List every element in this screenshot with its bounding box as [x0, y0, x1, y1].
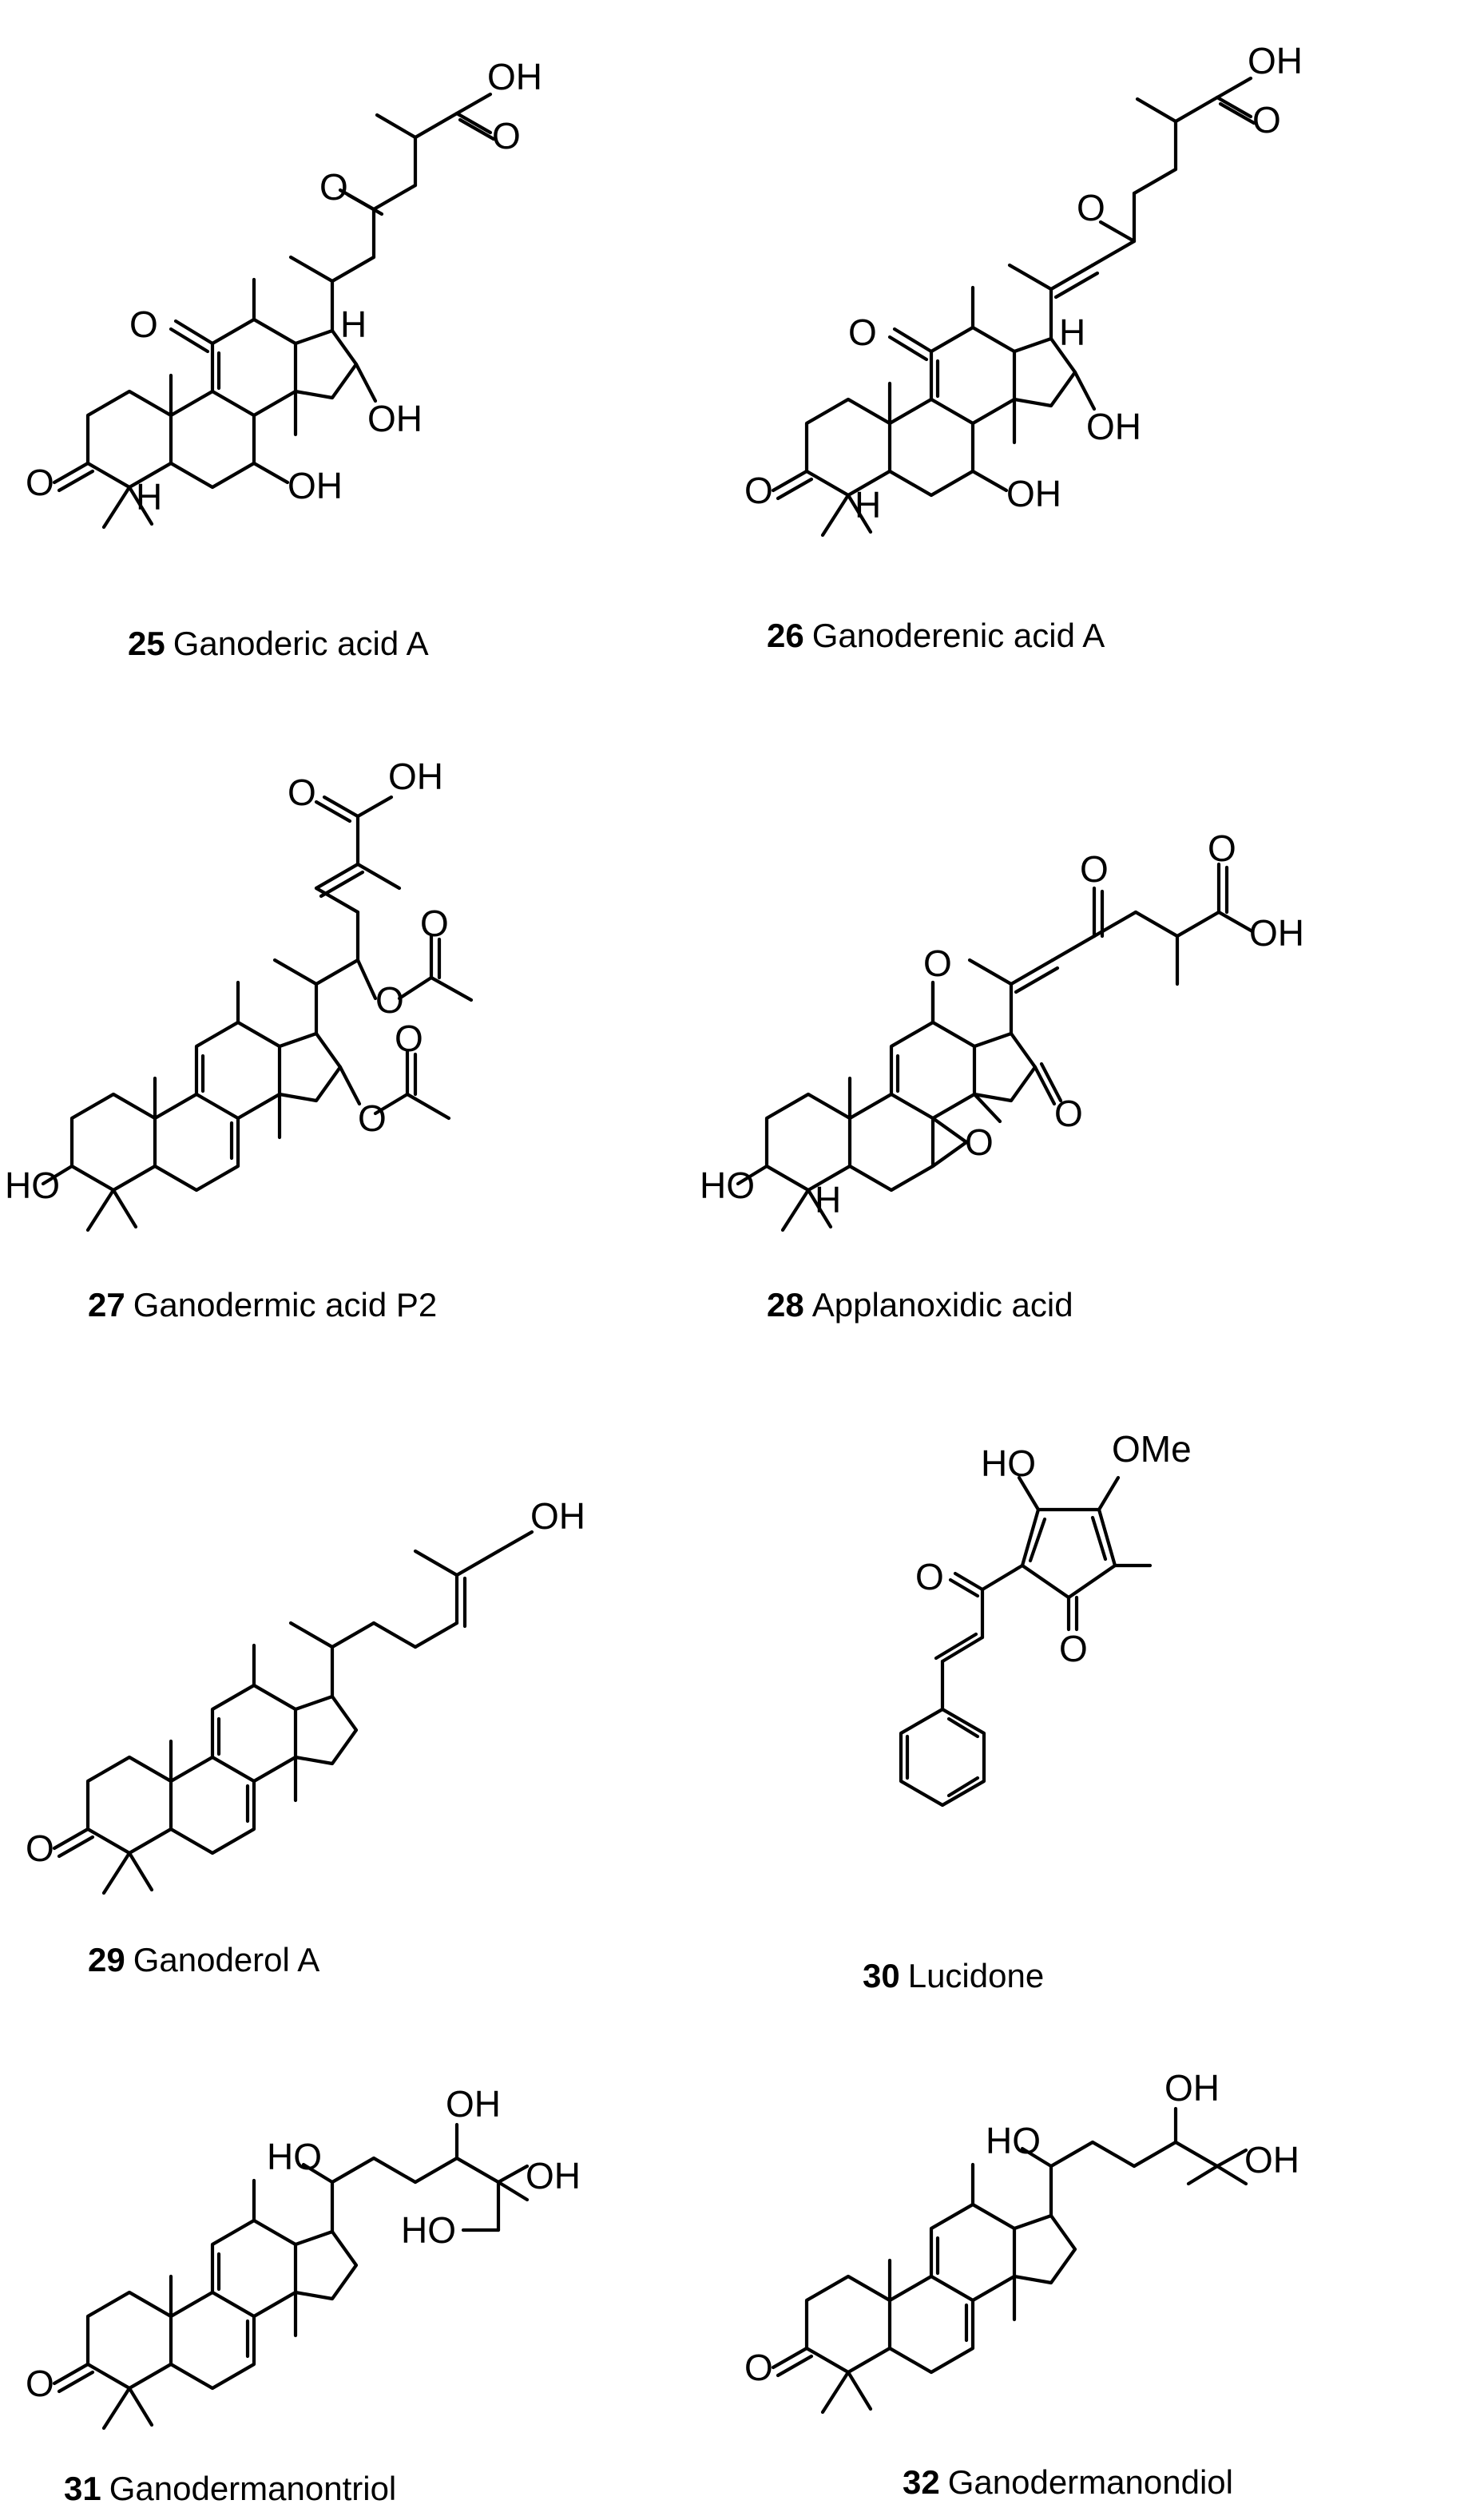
o-label: O	[915, 1556, 944, 1597]
compound-number: 26	[767, 617, 804, 654]
o-label: O	[1080, 848, 1109, 890]
compound-name: Applanoxidic acid	[812, 1286, 1073, 1323]
structure-32: HO OH OH O	[744, 2067, 1299, 2415]
compound-name: Ganodermanontriol	[109, 2470, 397, 2507]
structure-25: O O OH OH H H O OH O	[26, 56, 542, 530]
oh-label: OH	[1244, 2139, 1299, 2181]
o-label: O	[26, 1827, 54, 1869]
o-label: O	[1077, 187, 1105, 228]
oh-label: OH	[1248, 40, 1303, 81]
h-label: H	[1059, 312, 1085, 353]
o-label: O	[1059, 1628, 1088, 1669]
oh-label: OH	[1164, 2067, 1220, 2109]
o-label: O	[744, 470, 773, 511]
ho-label: HO	[700, 1165, 755, 1206]
o-label: O	[375, 979, 404, 1021]
ho-label: HO	[401, 2209, 456, 2251]
structure-29: O OH	[26, 1495, 585, 1895]
o-label: O	[358, 1097, 387, 1139]
ho-label: HO	[981, 1443, 1036, 1484]
compound-name: Ganoderol A	[133, 1941, 320, 1978]
structure-26: O O OH OH H H O OH O	[744, 40, 1303, 538]
compound-number: 31	[64, 2470, 101, 2507]
oh-label: OH	[1086, 406, 1141, 447]
o-label: O	[26, 2363, 54, 2404]
o-label: O	[1208, 827, 1236, 869]
compound-number: 27	[88, 1286, 125, 1323]
ome-label: OMe	[1112, 1428, 1192, 1470]
oh-label: OH	[1006, 473, 1061, 514]
h-label: H	[136, 476, 162, 518]
ho-label: HO	[5, 1165, 60, 1206]
o-label: O	[965, 1121, 994, 1163]
oh-label: OH	[487, 56, 542, 97]
compound-name: Ganoderic acid A	[173, 625, 429, 662]
o-label: O	[319, 166, 348, 208]
o-label: O	[744, 2347, 773, 2388]
compound-number: 32	[903, 2463, 940, 2501]
o-label: O	[923, 943, 952, 984]
compound-number: 30	[863, 1957, 900, 1994]
structure-31: HO OH OH HO O	[26, 2083, 581, 2431]
oh-label: OH	[526, 2155, 581, 2197]
o-label: O	[288, 772, 316, 813]
structure-27: HO O O O O O OH	[5, 756, 474, 1232]
compound-name: Lucidone	[908, 1957, 1044, 1994]
h-label: H	[855, 484, 881, 526]
oh-label: OH	[530, 1495, 585, 1537]
o-label: O	[1252, 99, 1281, 141]
o-label: O	[395, 1018, 423, 1059]
compound-name: Ganoderenic acid A	[812, 617, 1105, 654]
ho-label: HO	[986, 2120, 1041, 2161]
h-label: H	[815, 1179, 841, 1220]
structure-28: HO H O O O O O OH	[700, 827, 1304, 1232]
compound-number: 28	[767, 1286, 804, 1323]
structure-30: HO OMe O O	[899, 1428, 1192, 1808]
o-label: O	[420, 903, 449, 944]
oh-label: OH	[446, 2083, 501, 2125]
oh-label: OH	[388, 756, 443, 797]
o-label: O	[492, 115, 521, 157]
compound-number: 29	[88, 1941, 125, 1978]
compound-name: Ganodermanondiol	[948, 2463, 1233, 2501]
oh-label: OH	[288, 465, 343, 506]
o-label: O	[1054, 1093, 1083, 1134]
o-label: O	[129, 304, 158, 345]
h-label: H	[340, 304, 367, 345]
oh-label: OH	[367, 398, 423, 439]
compound-name: Ganodermic acid P2	[133, 1286, 438, 1323]
o-label: O	[848, 312, 877, 353]
o-label: O	[26, 462, 54, 503]
oh-label: OH	[1249, 912, 1304, 954]
ho-label: HO	[267, 2136, 322, 2177]
compound-number: 25	[128, 625, 165, 662]
